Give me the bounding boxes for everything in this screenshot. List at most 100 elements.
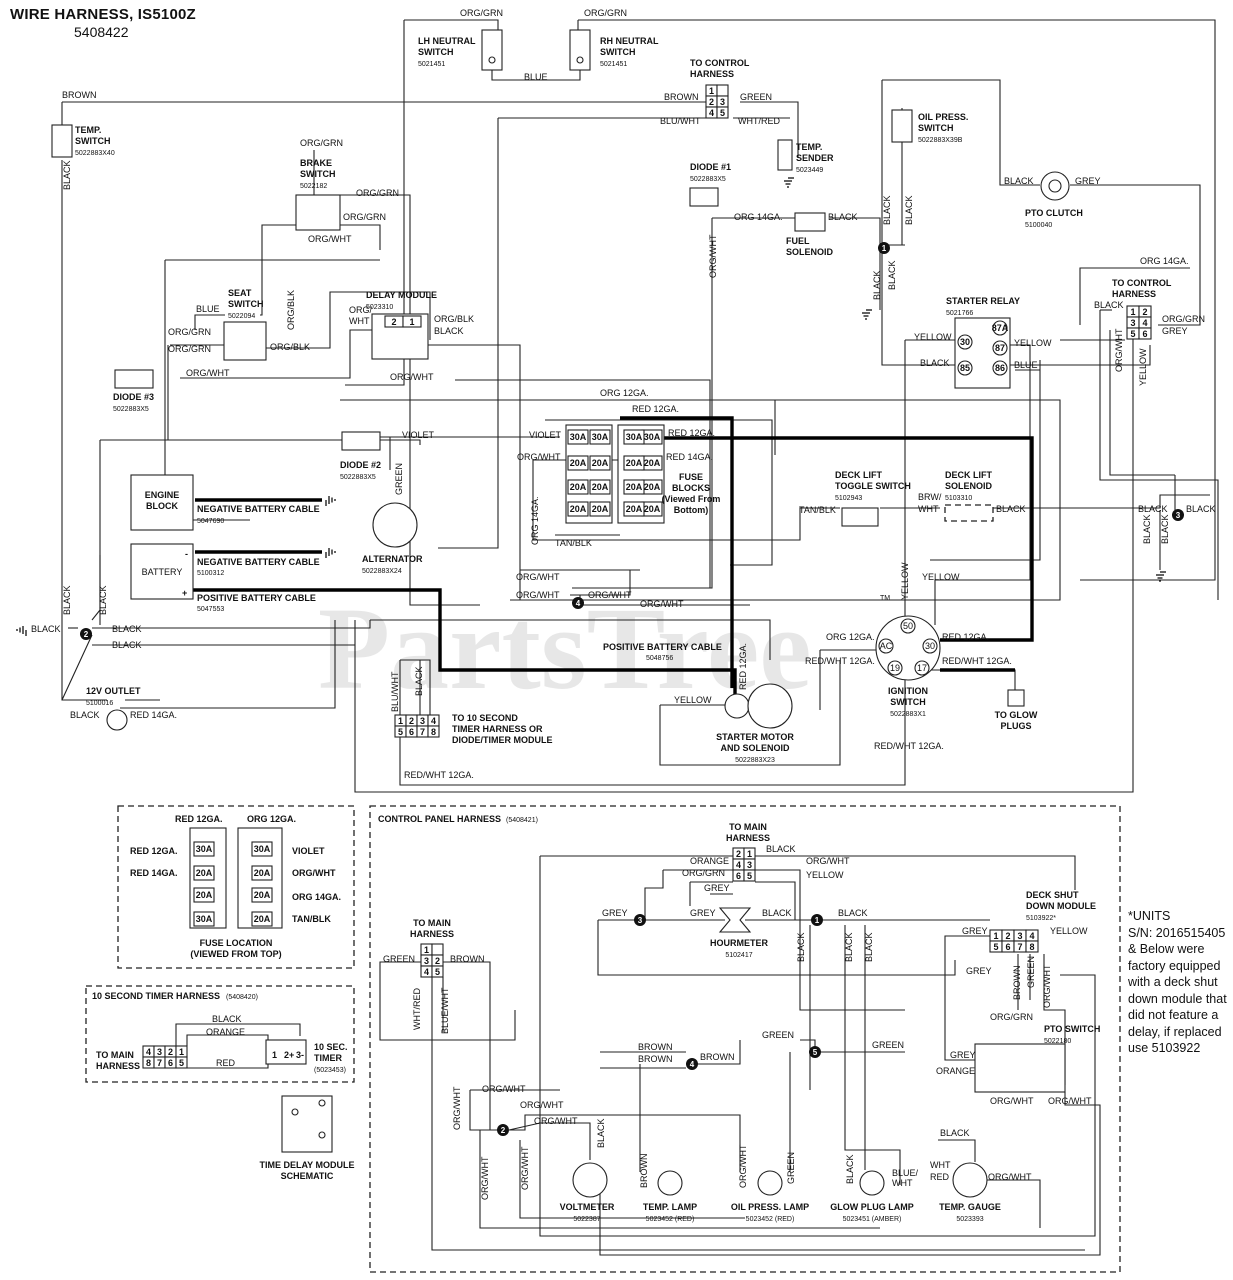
wire-label: ORG/GRN	[168, 327, 211, 337]
component-label: OIL PRESS. LAMP	[731, 1202, 809, 1212]
fuse	[567, 455, 589, 471]
wire-label: RED 14GA.	[130, 710, 177, 720]
connector-pin-label: 4	[424, 967, 429, 977]
component-label: IGNITION	[888, 686, 928, 696]
wire-label: WHT	[918, 504, 939, 514]
connector-pin-label: 6	[736, 871, 741, 881]
fuse-rating: 20A	[626, 482, 643, 492]
timer-pin-label: 1	[272, 1050, 277, 1060]
wire-label: ORG/WHT	[516, 590, 560, 600]
component-label: FUSE LOCATION	[200, 938, 273, 948]
connector-pin-label: 1	[709, 86, 714, 96]
ten-second-timer-box	[85, 985, 355, 1083]
wire-label: RED 12GA.	[632, 404, 679, 414]
splice-node-label: 4	[690, 1060, 695, 1069]
wire-label: ORG/GRN	[343, 212, 386, 222]
units-note-line: delay, if replaced	[1128, 1024, 1222, 1039]
fuse	[623, 501, 645, 517]
oil-lamp-icon	[757, 1170, 783, 1196]
fuse-rating: 20A	[626, 458, 643, 468]
connector-pin-label: 5	[179, 1058, 184, 1068]
component-label: (Viewed From	[662, 494, 721, 504]
component-label: SEAT	[228, 288, 252, 298]
splice-node	[811, 914, 823, 926]
splice-node-label: 2	[501, 1126, 506, 1135]
units-note-line: did not feature a	[1128, 1008, 1219, 1022]
wire-label: BROWN	[62, 90, 97, 100]
component-label: 5022182	[300, 183, 327, 190]
wire-label: YELLOW	[1014, 338, 1052, 348]
fuse	[623, 479, 645, 495]
wire-label: BROWN	[664, 92, 699, 102]
wire-label: ORG/GRN	[300, 138, 343, 148]
connector-pin-label: 2	[435, 956, 440, 966]
splice-node-label: 3	[1176, 511, 1181, 520]
switch-body	[891, 109, 913, 143]
component-label: TO CONTROL	[690, 58, 750, 68]
wire-label: GREEN	[786, 1152, 796, 1184]
wire-label: BROWN	[700, 1052, 735, 1062]
wire-label: BLUE	[196, 304, 220, 314]
component-label: HARNESS	[690, 69, 734, 79]
positive-battery-cable	[170, 588, 737, 700]
wire	[260, 291, 431, 349]
wire-label: 5100312	[197, 570, 224, 577]
wire-label: BLACK	[112, 640, 142, 650]
component-label: TO MAIN	[729, 822, 767, 832]
fuse	[589, 501, 611, 517]
connector-pin-label: 5	[1130, 329, 1135, 339]
wire-label: YELLOW	[806, 870, 844, 880]
component-label: GLOW PLUG LAMP	[830, 1202, 914, 1212]
connector-pin-label: 2	[409, 716, 414, 726]
fuse	[251, 841, 273, 857]
component-label: DIODE #2	[340, 460, 381, 470]
component-label: FUSE	[679, 472, 703, 482]
wire-label: ORG/WHT	[588, 590, 632, 600]
connector-pin-label: 4	[146, 1047, 151, 1057]
ignition-pin	[914, 660, 930, 676]
component-label: SWITCH	[228, 299, 264, 309]
connector-pin-cell	[716, 106, 729, 119]
connector-pin-label: 1	[747, 849, 752, 859]
wire-label: BLACK	[1094, 300, 1124, 310]
wire-label: WHT/RED	[412, 988, 422, 1030]
wire-label: ORG/WHT	[520, 1100, 564, 1110]
wire-label: ORG/WHT	[452, 1086, 462, 1130]
component-label: 5022883X5	[113, 406, 149, 413]
wire-label: ORG 14GA.	[292, 892, 341, 902]
wire-label: BLACK	[70, 710, 100, 720]
wire-label: BROWN	[638, 1054, 673, 1064]
component-label: ENGINE	[145, 490, 180, 500]
wire	[993, 494, 1210, 509]
connector-pin-cell	[427, 725, 440, 738]
wire	[938, 1139, 976, 1162]
component-label: BLOCKS	[672, 483, 710, 493]
wire-label: ORG 14GA.	[734, 212, 783, 222]
wire-label: NEGATIVE BATTERY CABLE	[197, 557, 320, 567]
wire-label: GREY	[1075, 176, 1101, 186]
wire-label: BLACK	[434, 326, 464, 336]
wire-label: BLACK	[864, 932, 874, 962]
wire-label: ORG/GRN	[682, 868, 725, 878]
splice-node-label: 1	[815, 916, 820, 925]
wire-label: VIOLET	[402, 430, 435, 440]
wire-label: RED	[216, 1058, 236, 1068]
units-note-line: factory equipped	[1128, 958, 1221, 973]
wire-label: RED 12GA.	[668, 428, 715, 438]
splice-node	[572, 597, 584, 609]
wire-label: RED 12GA.	[942, 632, 989, 642]
wire-label: WHT	[892, 1178, 913, 1188]
connector-pin-label: 5	[993, 942, 998, 952]
relay-pin	[992, 340, 1008, 356]
wire-label: BLUE	[1014, 360, 1038, 370]
wire-label: RED/WHT 12GA.	[874, 741, 944, 751]
fuse-rating: 20A	[626, 504, 643, 514]
wire-label: BLACK	[1142, 514, 1152, 544]
pto-clutch-hub	[1048, 179, 1062, 193]
wire	[340, 399, 1061, 601]
red-12ga-cable	[620, 416, 734, 688]
fuse-rating: 30A	[254, 844, 271, 854]
component-label: 5023393	[956, 1216, 983, 1223]
component-label: DECK LIFT	[835, 470, 882, 480]
component-label: TO MAIN	[413, 918, 451, 928]
